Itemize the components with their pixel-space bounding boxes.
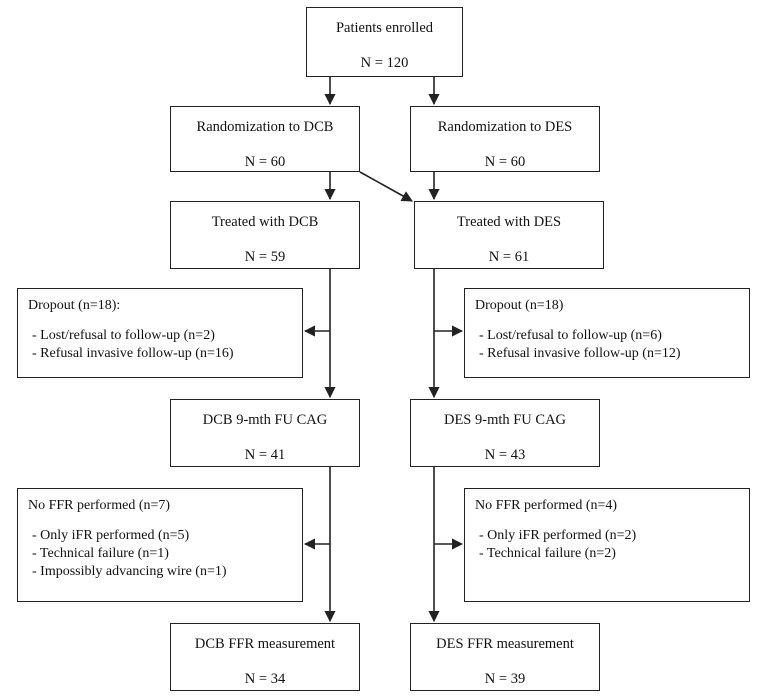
node-title: Randomization to DES <box>437 119 573 135</box>
no-ffr-reason: Technical failure (n=1) <box>32 545 302 563</box>
dropout-reason: Refusal invasive follow-up (n=12) <box>479 345 749 363</box>
no-ffr-reason: Technical failure (n=2) <box>479 545 749 563</box>
dropout-header: Dropout (n=18) <box>475 298 564 313</box>
dropout-reason: Lost/refusal to follow-up (n=2) <box>32 327 302 345</box>
node-count: N = 41 <box>244 447 286 463</box>
node-treated-dcb: Treated with DCB N = 59 <box>170 201 360 269</box>
no-ffr-reasons: Only iFR performed (n=5) Technical failu… <box>28 527 302 581</box>
node-title: DCB FFR measurement <box>194 636 336 652</box>
node-title: DCB 9-mth FU CAG <box>202 412 328 428</box>
node-title: Treated with DCB <box>211 214 319 230</box>
node-randomization-des: Randomization to DES N = 60 <box>410 106 600 172</box>
node-randomization-dcb: Randomization to DCB N = 60 <box>170 106 360 172</box>
node-count: N = 43 <box>484 447 526 463</box>
dropout-box-des: Dropout (n=18) Lost/refusal to follow-up… <box>464 288 750 378</box>
node-count: N = 34 <box>244 671 286 687</box>
node-count: N = 60 <box>484 154 526 170</box>
no-ffr-reason: Only iFR performed (n=2) <box>479 527 749 545</box>
node-count: N = 120 <box>360 55 409 71</box>
node-count: N = 61 <box>488 249 530 265</box>
node-count: N = 59 <box>244 249 286 265</box>
node-count: N = 39 <box>484 671 526 687</box>
dropout-box-dcb: Dropout (n=18): Lost/refusal to follow-u… <box>17 288 303 378</box>
node-des-followup-cag: DES 9-mth FU CAG N = 43 <box>410 399 600 467</box>
dropout-reasons: Lost/refusal to follow-up (n=2) Refusal … <box>28 327 302 363</box>
node-title: Treated with DES <box>456 214 562 230</box>
node-des-ffr-measurement: DES FFR measurement N = 39 <box>410 623 600 691</box>
node-treated-des: Treated with DES N = 61 <box>414 201 604 269</box>
dropout-reasons: Lost/refusal to follow-up (n=6) Refusal … <box>475 327 749 363</box>
dropout-header: Dropout (n=18): <box>28 298 121 313</box>
node-title: DES FFR measurement <box>436 636 574 652</box>
node-title: Patients enrolled <box>335 20 434 36</box>
node-dcb-ffr-measurement: DCB FFR measurement N = 34 <box>170 623 360 691</box>
no-ffr-box-dcb: No FFR performed (n=7) Only iFR performe… <box>17 488 303 602</box>
node-title: DES 9-mth FU CAG <box>443 412 567 428</box>
no-ffr-box-des: No FFR performed (n=4) Only iFR performe… <box>464 488 750 602</box>
no-ffr-reasons: Only iFR performed (n=2) Technical failu… <box>475 527 749 563</box>
dropout-reason: Refusal invasive follow-up (n=16) <box>32 345 302 363</box>
dropout-reason: Lost/refusal to follow-up (n=6) <box>479 327 749 345</box>
no-ffr-reason: Impossibly advancing wire (n=1) <box>32 563 302 581</box>
no-ffr-header: No FFR performed (n=4) <box>475 498 618 513</box>
node-dcb-followup-cag: DCB 9-mth FU CAG N = 41 <box>170 399 360 467</box>
node-title: Randomization to DCB <box>196 119 334 135</box>
node-patients-enrolled: Patients enrolled N = 120 <box>306 7 463 77</box>
node-count: N = 60 <box>244 154 286 170</box>
no-ffr-header: No FFR performed (n=7) <box>28 498 171 513</box>
no-ffr-reason: Only iFR performed (n=5) <box>32 527 302 545</box>
arrow-rand_dcb-to-treat_des <box>359 171 413 202</box>
